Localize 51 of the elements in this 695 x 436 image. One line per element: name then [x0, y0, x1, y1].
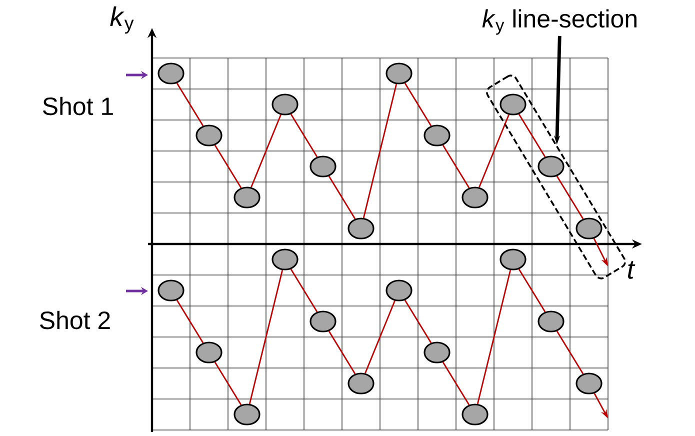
sample-point	[576, 372, 602, 394]
trajectory-line	[518, 268, 546, 312]
sample-point	[196, 342, 222, 364]
trajectory-line	[328, 176, 356, 220]
trajectory-line	[214, 144, 242, 188]
trajectory-line	[290, 268, 318, 312]
sample-point	[310, 156, 336, 178]
sample-point	[386, 62, 412, 84]
trajectory-line	[404, 82, 432, 126]
trajectory-line	[556, 176, 584, 220]
shot-label: Shot 1	[43, 96, 113, 116]
sample-point	[538, 310, 564, 332]
sample-point	[272, 248, 298, 270]
sample-point	[424, 124, 450, 146]
trajectory-line	[176, 82, 204, 126]
trajectory-line	[328, 330, 356, 374]
trajectory-line	[442, 144, 470, 188]
sample-point	[348, 218, 374, 240]
sample-point	[500, 94, 526, 116]
sample-point	[462, 404, 488, 426]
sample-point	[500, 248, 526, 270]
sample-point	[348, 372, 374, 394]
shot-label: Shot 2	[40, 310, 110, 330]
trajectory-line	[362, 84, 398, 218]
sample-point	[158, 62, 184, 84]
trajectory-line	[404, 300, 432, 344]
trajectory-line	[442, 362, 470, 406]
trajectory-line	[214, 362, 242, 406]
trajectory-line	[176, 300, 204, 344]
trajectory-line	[556, 330, 584, 374]
sample-point	[576, 218, 602, 240]
axis-label: t	[628, 261, 636, 279]
sample-point	[424, 342, 450, 364]
trajectory-line	[476, 270, 512, 404]
trajectory-line	[518, 114, 546, 158]
trajectory-line	[250, 114, 282, 188]
sample-point	[538, 156, 564, 178]
sample-point	[196, 124, 222, 146]
sample-point	[234, 404, 260, 426]
callout-label: k$_{y}$ line-section	[482, 9, 636, 35]
sample-point	[272, 94, 298, 116]
trajectory-line	[290, 114, 318, 158]
axis-label: k$_{y}$	[110, 6, 134, 34]
trajectory-line	[364, 300, 396, 374]
sample-point	[158, 280, 184, 302]
trajectory-line	[478, 114, 510, 188]
sample-point	[310, 310, 336, 332]
sample-point	[386, 280, 412, 302]
trajectory-line	[248, 270, 284, 404]
sample-point	[234, 186, 260, 208]
sample-point	[462, 186, 488, 208]
